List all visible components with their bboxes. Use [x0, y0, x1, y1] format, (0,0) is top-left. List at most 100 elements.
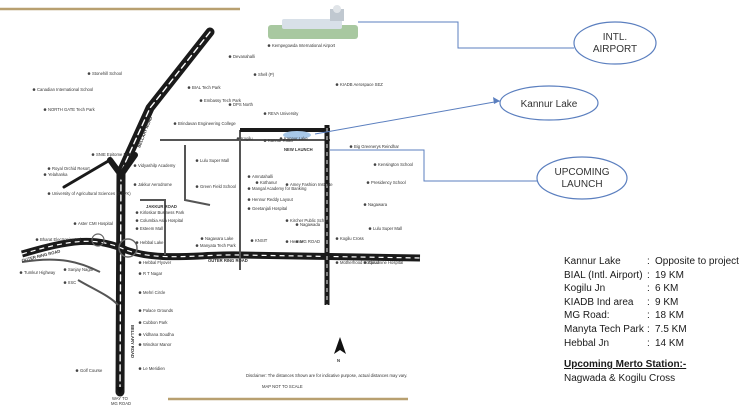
place-pin-icon — [47, 192, 51, 195]
way-line-2: MG ROAD — [111, 401, 131, 406]
place-pin-icon — [43, 173, 47, 176]
place-pin-icon — [200, 237, 204, 240]
place-label: Jakkur Aerodrome — [138, 182, 173, 187]
place-label: Amrutahalli — [252, 174, 273, 179]
place-label: MG ROAD — [300, 239, 320, 244]
distance-value: Opposite to project — [655, 256, 739, 267]
place-label: Kogilu — [241, 136, 253, 141]
place-pin-icon — [247, 207, 251, 210]
place-pin-icon — [335, 261, 339, 264]
place-label: Vidyashilp Academy — [138, 163, 176, 168]
place-pin-icon — [138, 309, 142, 312]
place-pin-icon — [247, 187, 251, 190]
place-pin-icon — [285, 240, 289, 243]
place-pin-icon — [135, 211, 139, 214]
distance-row: Kannur Lake: Opposite to project — [564, 255, 754, 269]
way-to-mg-road: WAY TO MG ROAD — [111, 396, 131, 406]
place-pin-icon — [47, 167, 51, 170]
place-labels: Kempegowda International AirportDevanaha… — [19, 43, 413, 373]
distance-sep: : — [647, 337, 650, 349]
place-label: SNIE Epitome Mall — [96, 152, 131, 157]
place-pin-icon — [285, 219, 289, 222]
place-pin-icon — [285, 183, 289, 186]
place-pin-icon — [253, 73, 257, 76]
place-label: Stonehill School — [92, 71, 122, 76]
distance-sep: : — [647, 310, 650, 322]
place-pin-icon — [138, 272, 142, 275]
airport-callout — [573, 21, 657, 65]
outer-ring-road-label: OUTER RING ROAD — [208, 258, 248, 263]
place-pin-icon — [138, 291, 142, 294]
place-pin-icon — [43, 108, 47, 111]
place-label: Amey Fashion Institute — [290, 182, 333, 187]
new-launch-label: NEW LAUNCH — [284, 147, 313, 152]
place-label: Le Meridien — [143, 366, 166, 371]
yelahanka-roundabout — [91, 233, 105, 247]
distance-row: BIAL (Intl. Airport):19 KM — [564, 269, 754, 283]
not-to-scale: MAP NOT TO SCALE — [262, 384, 303, 389]
place-label: Nagavara Lake — [205, 236, 234, 241]
place-pin-icon — [187, 86, 191, 89]
distance-sep: : — [647, 283, 650, 295]
place-label: Sanjay Nagar — [68, 267, 94, 272]
place-label: Yelahanka — [48, 172, 68, 177]
place-label: REVA University — [268, 111, 299, 116]
place-pin-icon — [138, 321, 142, 324]
place-pin-icon — [133, 164, 137, 167]
bellary-road-label-bottom: BELLARY ROAD — [130, 325, 135, 358]
place-pin-icon — [138, 333, 142, 336]
hebbal-roundabout — [118, 238, 138, 258]
distance-row: Hebbal Jn:14 KM — [564, 337, 754, 351]
place-pin-icon — [133, 183, 137, 186]
place-pin-icon — [138, 367, 142, 370]
place-pin-icon — [87, 72, 91, 75]
place-label: DPS North — [233, 102, 254, 107]
distance-name: Hebbal Jn — [564, 337, 610, 349]
down-arrow-icon — [116, 387, 124, 394]
lake-callout-text: Kannur Lake — [521, 99, 578, 110]
place-label: Kempegowda International Airport — [272, 43, 336, 48]
upcoming-metro-value: Nagwada & Kogilu Cross — [564, 372, 676, 384]
place-label: Windsor Manor — [143, 342, 172, 347]
place-label: Big Greenerys Reindhar — [354, 144, 400, 149]
place-pin-icon — [35, 238, 39, 241]
distance-name: Kannur Lake — [564, 256, 621, 267]
place-pin-icon — [195, 159, 199, 162]
place-pin-icon — [335, 83, 339, 86]
place-label: Canadian International School — [37, 87, 93, 92]
callout-lines — [314, 21, 574, 182]
place-label: Palace Grounds — [143, 308, 173, 313]
airport-callout-text: INTL.AIRPORT — [593, 32, 637, 55]
place-label: KIADB Aerospace SEZ — [340, 82, 383, 87]
place-pin-icon — [247, 198, 251, 201]
place-label: Hennur Reddy Layout — [252, 197, 294, 202]
distance-value: 18 KM — [655, 310, 684, 322]
north-arrow-icon: N — [334, 337, 346, 363]
place-label: Nagawada — [300, 222, 321, 227]
place-label: Hebbal Lake — [140, 240, 164, 245]
place-pin-icon — [279, 137, 283, 140]
place-pin-icon — [228, 55, 232, 58]
kannur-road — [239, 125, 330, 305]
place-label: NORTH GATE Tech Park — [48, 107, 96, 112]
place-label: Kothanur — [260, 180, 278, 185]
distance-value: 14 KM — [655, 337, 684, 349]
place-pin-icon — [19, 271, 23, 274]
place-label: IISC — [68, 280, 76, 285]
place-pin-icon — [368, 227, 372, 230]
distance-name: Kogilu Jn — [564, 283, 606, 295]
distance-sep: : — [647, 269, 650, 281]
place-label: Motherhood Hospital — [340, 260, 379, 265]
place-pin-icon — [173, 122, 177, 125]
place-pin-icon — [349, 145, 353, 148]
lake-callout — [499, 85, 599, 121]
place-label: Bharat Electronics Ltd — [40, 237, 82, 242]
place-label: Tumkur Highway — [24, 270, 56, 275]
place-label: Brindavan Engineering College — [178, 121, 236, 126]
place-pin-icon — [267, 44, 271, 47]
distance-name: BIAL (Intl. Airport) — [564, 269, 643, 281]
distance-sep: : — [647, 256, 650, 267]
